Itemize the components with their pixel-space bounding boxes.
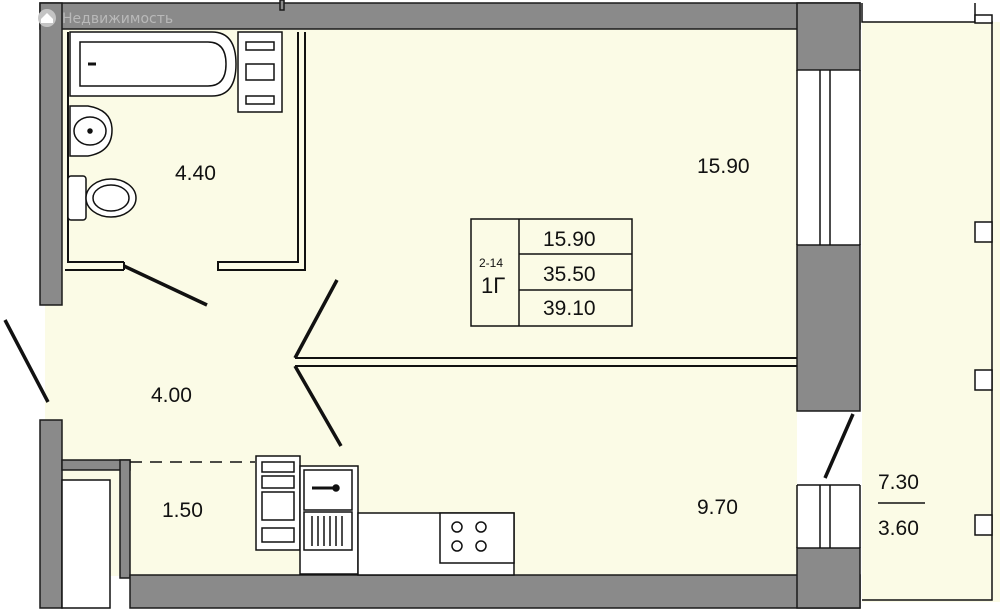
- balcony: [861, 3, 993, 601]
- toilet-icon: [67, 175, 137, 221]
- kitchen-area: 9.70: [697, 496, 738, 519]
- bathroom-area: 4.40: [175, 162, 216, 185]
- storage-cabinet-icon: [61, 479, 111, 609]
- stove-icon: [357, 512, 515, 576]
- hall-area: 4.00: [151, 384, 192, 407]
- living-area-value: 15.90: [543, 228, 596, 251]
- sink-icon: [69, 105, 113, 157]
- balcony-area-reduced: 3.60: [878, 517, 919, 540]
- walls: [39, 0, 861, 609]
- apartment-summary-table: [470, 218, 633, 327]
- floor-fill: [45, 22, 1000, 602]
- interior-walls: [65, 32, 797, 463]
- doors: [3, 264, 855, 479]
- watermark: Недвижимость: [38, 9, 173, 27]
- kitchen-sink-icon: [299, 465, 359, 575]
- fridge-icon: [255, 455, 301, 551]
- washing-machine-icon: [237, 31, 283, 113]
- bathtub-icon: [69, 31, 237, 97]
- apartment-type: 1Г: [481, 273, 505, 298]
- windows: [796, 70, 861, 548]
- house-pin-icon: [38, 9, 56, 27]
- living-room-area: 15.90: [697, 155, 750, 178]
- balcony-area-total: 7.30: [878, 471, 919, 494]
- floors-range: 2-14: [479, 256, 503, 270]
- area-with-balcony-value: 39.10: [543, 297, 596, 320]
- total-area-value: 35.50: [543, 263, 596, 286]
- storage-area: 1.50: [162, 499, 203, 522]
- watermark-text: Недвижимость: [62, 11, 173, 27]
